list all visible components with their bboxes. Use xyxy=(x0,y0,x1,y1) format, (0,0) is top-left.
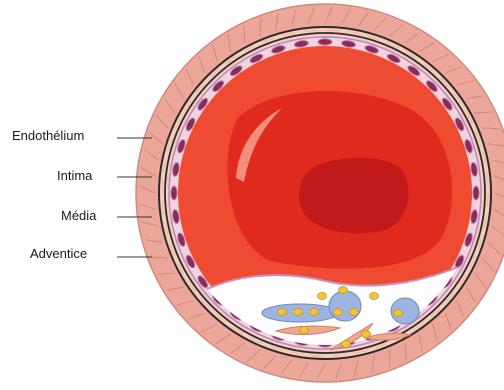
label-endothelium: Endothélium xyxy=(12,128,84,143)
label-adventice: Adventice xyxy=(30,246,87,261)
lipid-droplet xyxy=(294,309,303,316)
endothelial-cell xyxy=(171,186,177,200)
lipid-droplet xyxy=(278,309,287,316)
lipid-droplet xyxy=(300,327,309,334)
lipid-droplet xyxy=(370,293,379,300)
lipid-droplet xyxy=(350,309,359,316)
lipid-droplet xyxy=(362,331,371,338)
lipid-droplet xyxy=(318,293,327,300)
endothelial-cell xyxy=(473,186,479,200)
lipid-droplet xyxy=(310,309,319,316)
media-fiber xyxy=(312,356,325,357)
lipid-droplet xyxy=(334,309,343,316)
label-intima: Intima xyxy=(57,168,92,183)
lumen-core-zone xyxy=(299,158,409,234)
media-fiber xyxy=(325,30,338,31)
label-media: Média xyxy=(61,208,96,223)
lipid-droplet xyxy=(342,341,351,348)
lipid-droplet xyxy=(339,287,348,294)
endothelial-cell xyxy=(318,39,332,45)
lipid-droplet xyxy=(394,310,403,317)
media-fiber xyxy=(162,180,163,193)
macrophage-cell xyxy=(329,291,361,321)
media-fiber xyxy=(488,193,489,206)
